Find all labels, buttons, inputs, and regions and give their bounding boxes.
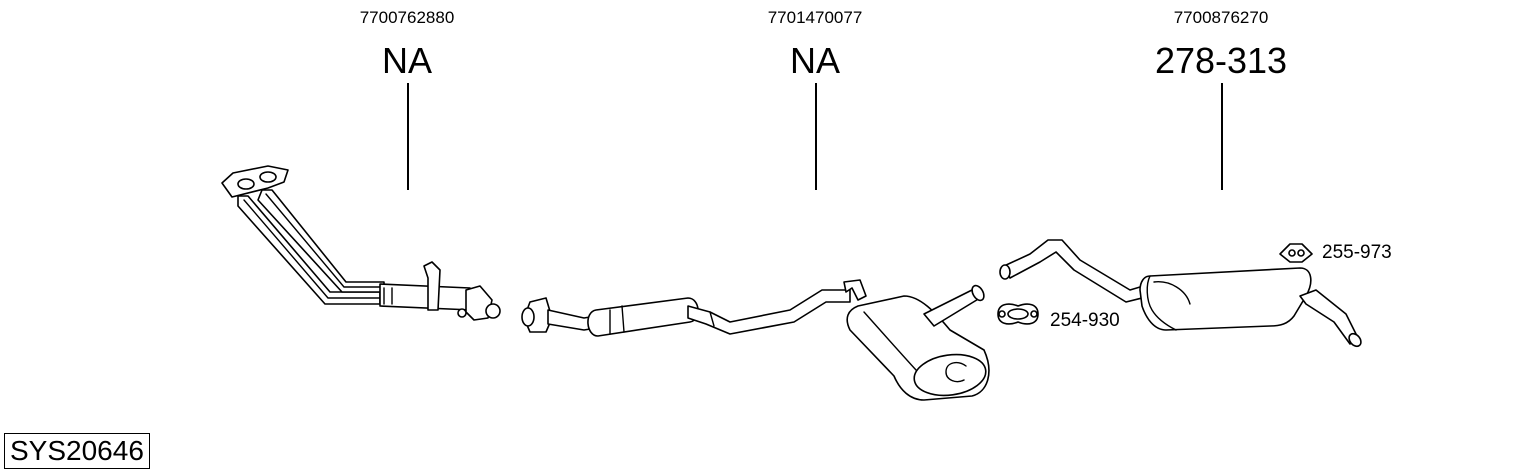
- leader-line-front-pipe: [407, 83, 409, 190]
- rear-silencer-illustration[interactable]: [999, 239, 1363, 349]
- accessory-part-clamp[interactable]: 254-930: [1050, 310, 1120, 331]
- part-number-rear-silencer[interactable]: 278-313: [1154, 40, 1288, 81]
- front-pipe-illustration[interactable]: [221, 165, 501, 321]
- rubber-hanger-icon[interactable]: [1279, 243, 1313, 263]
- accessory-part-hanger[interactable]: 255-973: [1322, 242, 1392, 263]
- oem-number-centre-silencer: 7701470077: [767, 8, 863, 27]
- leader-line-rear-silencer: [1221, 83, 1223, 190]
- oem-number-rear-silencer: 7700876270: [1173, 8, 1269, 27]
- pipe-clamp-icon[interactable]: [997, 303, 1039, 325]
- part-number-front-pipe[interactable]: NA: [381, 40, 433, 81]
- system-code-box: SYS20646: [4, 433, 150, 469]
- oem-number-front-pipe: 7700762880: [359, 8, 455, 27]
- leader-line-centre-silencer: [815, 83, 817, 190]
- centre-silencer-illustration[interactable]: [521, 279, 990, 401]
- part-number-centre-silencer[interactable]: NA: [789, 40, 841, 81]
